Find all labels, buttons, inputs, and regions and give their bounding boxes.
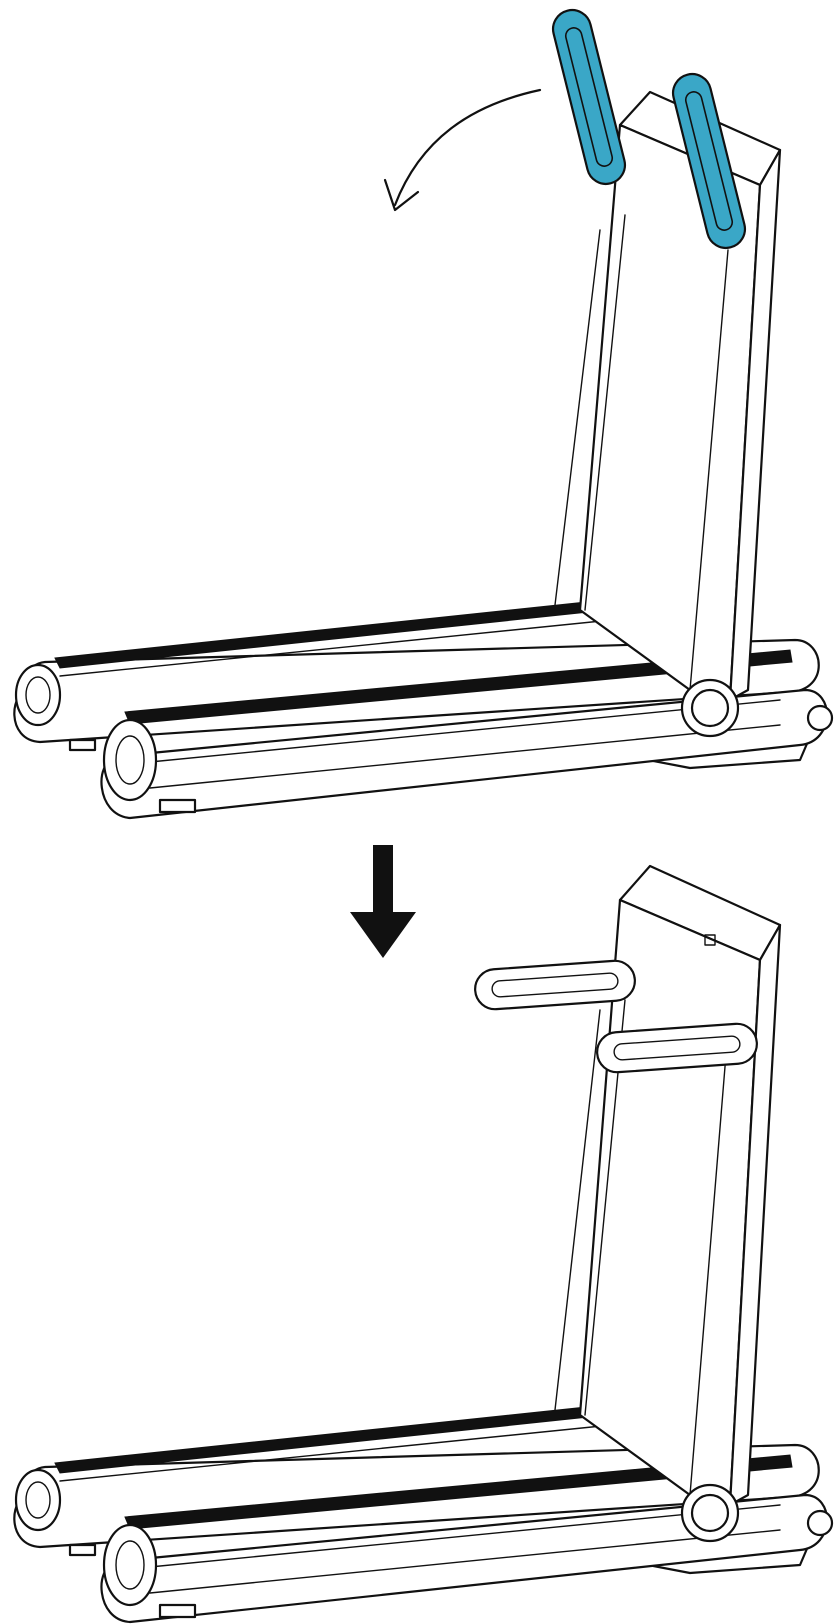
- right-handle-upright: [671, 72, 747, 250]
- treadmill-base: [13, 589, 834, 820]
- handles-upright-highlighted: [551, 8, 747, 250]
- left-handle-folded: [474, 959, 636, 1011]
- down-arrow-icon: [350, 845, 416, 958]
- step-1-treadmill-handles-upright: [13, 8, 834, 820]
- treadmill-base: [13, 1394, 834, 1624]
- left-handle-upright: [551, 8, 627, 186]
- right-handle-folded: [596, 1022, 758, 1074]
- treadmill-upright-frame: [554, 90, 782, 738]
- handles-folded: [474, 959, 758, 1074]
- step-2-treadmill-handles-folded: [13, 864, 834, 1624]
- curved-arrow-icon: [383, 88, 542, 212]
